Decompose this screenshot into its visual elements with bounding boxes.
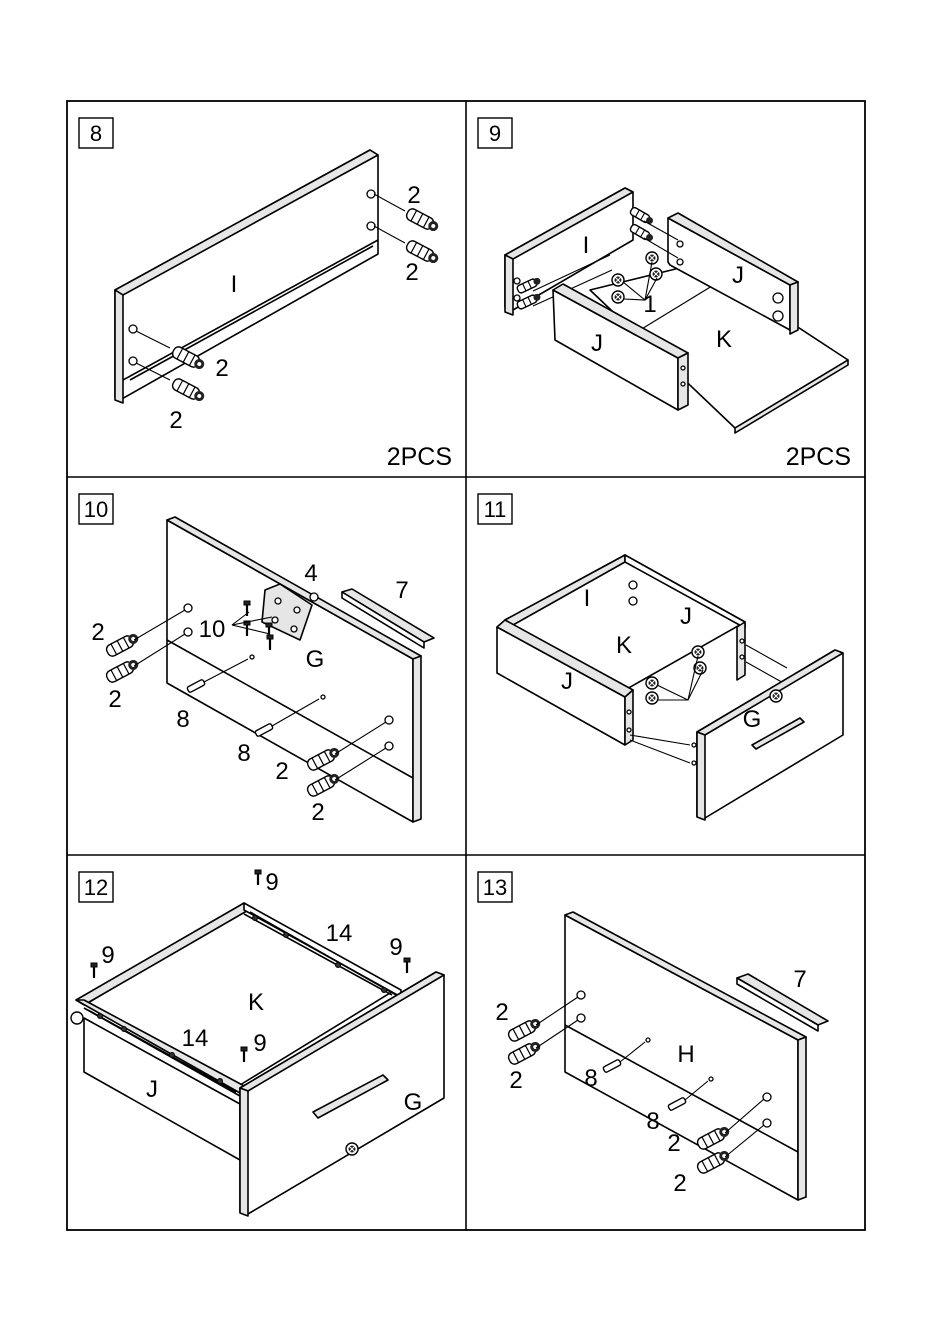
callout-dowel: 2 <box>311 799 324 826</box>
label-k: K <box>616 632 632 659</box>
callout-dowel: 2 <box>667 1130 680 1157</box>
callout-wood-dowel: 8 <box>646 1108 659 1135</box>
step-number: 12 <box>84 875 108 900</box>
callout-dowel: 2 <box>169 407 182 434</box>
quantity-label: 2PCS <box>786 443 851 471</box>
label-j: J <box>732 262 744 289</box>
panel-g: G <box>167 517 421 822</box>
label-g: G <box>306 646 325 673</box>
callout-wood-dowel: 8 <box>584 1065 597 1092</box>
step-number: 8 <box>90 121 102 146</box>
label-k: K <box>248 989 264 1016</box>
panel-i: I <box>115 150 378 403</box>
step-12: 12 K J G <box>71 869 444 1216</box>
step-number: 9 <box>489 121 501 146</box>
callout-rail: 14 <box>182 1025 209 1052</box>
panel-h: H <box>565 912 806 1200</box>
label-g: G <box>404 1089 423 1116</box>
callout-dowel: 2 <box>275 758 288 785</box>
callout-dowel: 2 <box>91 619 104 646</box>
callout-dowel: 2 <box>108 686 121 713</box>
callout-handle: 7 <box>395 577 408 604</box>
callout-screw: 10 <box>199 616 226 643</box>
callout-wood-dowel: 8 <box>237 740 250 767</box>
callout-screw: 9 <box>101 942 114 969</box>
step-number: 10 <box>84 497 108 522</box>
callout-dowel: 2 <box>673 1170 686 1197</box>
label-i: I <box>584 585 591 612</box>
label-j: J <box>146 1076 158 1103</box>
callout-dowel: 2 <box>495 999 508 1026</box>
step-10: 10 G <box>79 494 434 826</box>
step-number: 11 <box>484 497 507 522</box>
callout-dowel: 2 <box>405 259 418 286</box>
callout-dowel: 2 <box>509 1067 522 1094</box>
label-j: J <box>591 330 603 357</box>
drawer-box: I J J K <box>497 555 745 745</box>
callout-rail: 14 <box>326 920 353 947</box>
callout-screw: 9 <box>265 869 278 896</box>
quantity-label: 2PCS <box>387 443 452 471</box>
label-i: I <box>231 271 238 298</box>
step-13: 13 H 7 2 2 <box>478 872 828 1200</box>
step-9: 9 K I J <box>478 118 851 471</box>
step-8: 8 I 2 2 2 2 2PCS <box>79 118 452 471</box>
callout-camlock: 1 <box>643 291 656 318</box>
label-j: J <box>561 668 573 695</box>
step-11: 11 I J J K <box>478 494 843 820</box>
callout-wood-dowel: 8 <box>176 706 189 733</box>
callout-screw: 9 <box>389 934 402 961</box>
callout-dowel: 2 <box>215 355 228 382</box>
step-number: 13 <box>483 875 507 900</box>
callout-cam: 4 <box>304 560 317 587</box>
label-g: G <box>743 706 762 733</box>
label-k: K <box>716 326 732 353</box>
label-j: J <box>680 603 692 630</box>
callout-screw: 9 <box>253 1030 266 1057</box>
label-h: H <box>677 1041 694 1068</box>
callout-dowel: 2 <box>407 182 420 209</box>
label-i: I <box>583 232 590 259</box>
callout-handle: 7 <box>793 966 806 993</box>
